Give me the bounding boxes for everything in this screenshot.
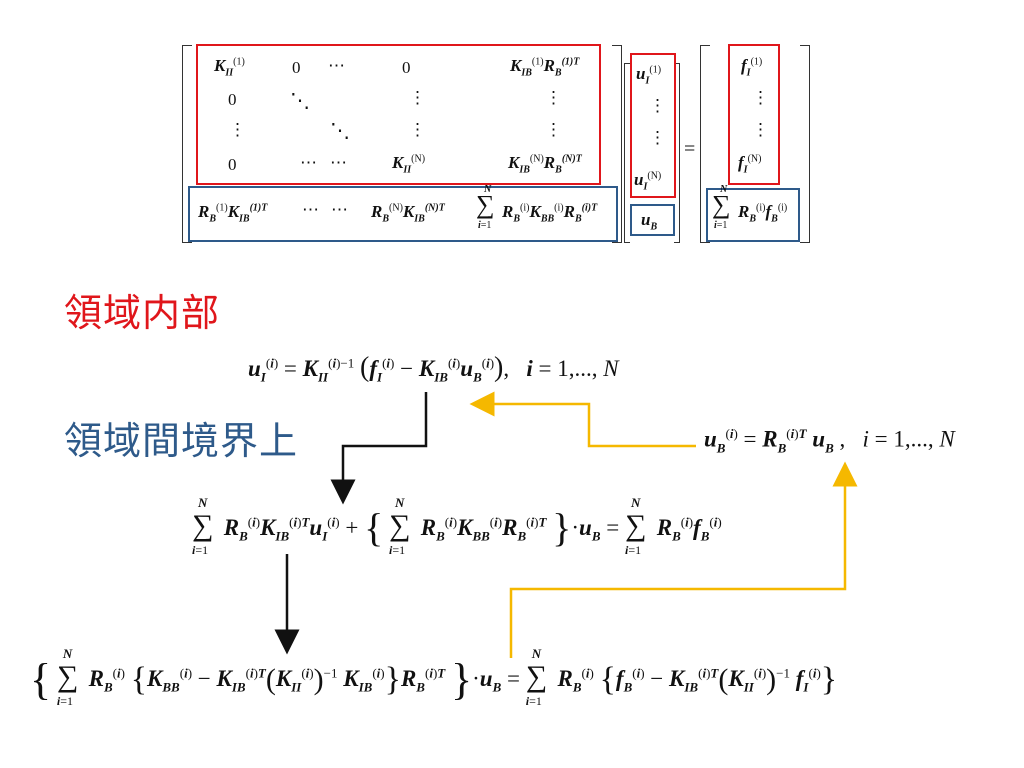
matrix-cell: N ∑ i=1 (476, 184, 495, 231)
matrix-left-bracket (182, 45, 192, 243)
arrow-schur-to-boundary (509, 461, 858, 658)
matrix-cell: ⋯ (331, 200, 348, 219)
matrix-cell: KIB(N)RB(N)T (508, 153, 582, 176)
matrix-cell: RB(i)KBB(i)RB(i)T (502, 202, 598, 225)
matrix-right-bracket (612, 45, 622, 243)
matrix-cell: KII(N) (392, 153, 426, 176)
matrix-equals-sign: = (684, 138, 696, 160)
schur-complement-equation: { N ∑ i=1 RB(i) {KBB(i) − KIB(i)T(KII(i)… (30, 646, 838, 708)
f-vector-right-bracket (800, 45, 810, 243)
boundary-restriction-equation: uB(i) = RB(i)T uB , i = 1,..., N (704, 426, 955, 456)
u-interior-highlight (630, 53, 676, 198)
interior-heading: 領域内部 (64, 291, 221, 335)
matrix-cell: KII(1) (214, 56, 245, 79)
f-vector-entry: ⋮ (752, 88, 769, 107)
f-vector-entry: RB(i)fB(i) (738, 202, 788, 225)
matrix-cell: RB(N)KIB(N)T (371, 202, 445, 225)
f-vector-entry: ⋮ (752, 120, 769, 139)
arrow-interior-to-coupled (330, 392, 428, 505)
matrix-cell: ⋯ (328, 56, 345, 75)
matrix-cell: ⋯ (300, 153, 317, 172)
f-interior-highlight (728, 44, 780, 185)
matrix-cell: 0 (402, 58, 411, 77)
matrix-cell: ⋮ (545, 88, 562, 107)
u-vector-right-bracket (674, 63, 680, 243)
interface-heading: 領域間境界上 (64, 419, 299, 463)
matrix-cell: ⋯ (330, 153, 347, 172)
f-vector-entry: N ∑ i=1 (712, 184, 731, 231)
matrix-cell: ⋱ (330, 120, 350, 142)
matrix-cell: 0 (228, 90, 237, 109)
u-vector-left-bracket (624, 63, 630, 243)
u-vector-entry: uI(1) (636, 64, 662, 87)
u-vector-entry: ⋮ (649, 96, 666, 115)
f-vector-entry: fI(1) (741, 56, 763, 79)
matrix-cell: ⋯ (302, 200, 319, 219)
matrix-cell: ⋮ (229, 120, 246, 139)
matrix-cell: 0 (292, 58, 301, 77)
f-boundary-highlight (706, 188, 800, 242)
matrix-cell: KIB(1)RB(1)T (510, 56, 580, 79)
matrix-cell: ⋮ (409, 88, 426, 107)
matrix-cell: ⋮ (545, 120, 562, 139)
f-vector-left-bracket (700, 45, 710, 243)
interior-solve-equation: uI(i) = KII(i)−1 (fI(i) − KIB(i)uB(i)), … (248, 352, 619, 385)
matrix-cell: ⋮ (409, 120, 426, 139)
matrix-cell: ⋱ (290, 90, 310, 112)
matrix-cell: 0 (228, 155, 237, 174)
coupled-equation: N ∑ i=1 RB(i)KIB(i)TuI(i) + { N ∑ i=1 RB… (192, 495, 722, 557)
f-vector-entry: fI(N) (738, 153, 762, 176)
interior-block-highlight (196, 44, 601, 185)
interface-row-highlight (188, 186, 618, 242)
arrow-boundary-to-interior (469, 391, 696, 448)
u-vector-entry: ⋮ (649, 128, 666, 147)
u-vector-entry: uB (641, 210, 658, 233)
u-boundary-highlight (630, 204, 675, 236)
matrix-cell: RB(1)KIB(1)T (198, 202, 268, 225)
u-vector-entry: uI(N) (634, 170, 662, 193)
